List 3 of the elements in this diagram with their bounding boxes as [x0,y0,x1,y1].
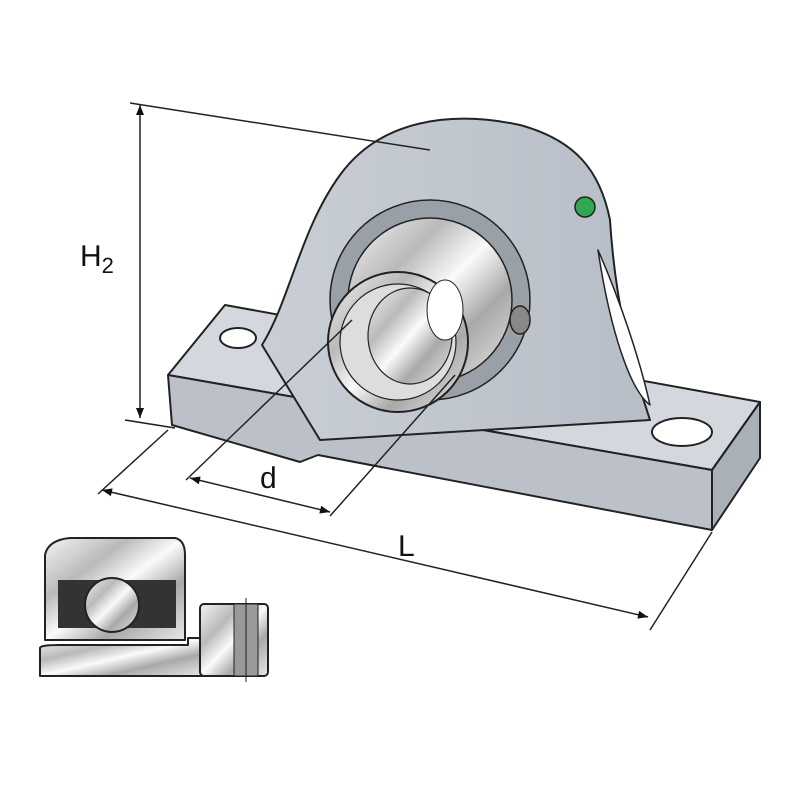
dimension-label: d [260,464,277,494]
dimension-label: L [398,532,415,562]
dimension-label: H$_{2}$ [80,242,114,277]
